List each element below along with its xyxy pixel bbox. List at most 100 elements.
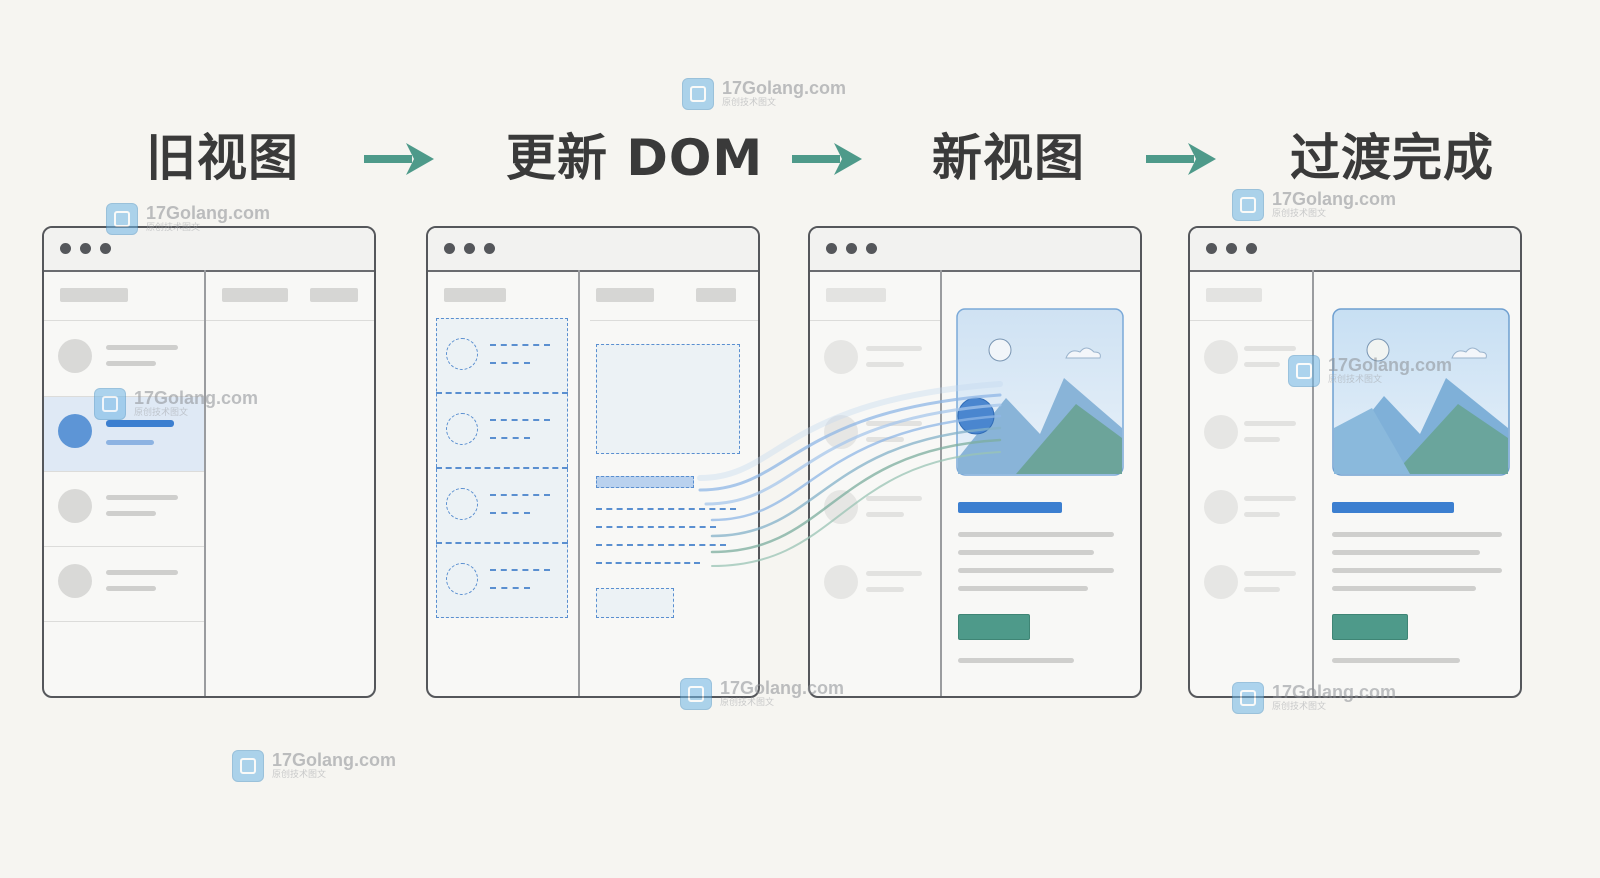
- text-line-placeholder: [1332, 550, 1480, 555]
- row-divider: [44, 471, 204, 472]
- watermark-logo-icon: [94, 388, 126, 420]
- update-dom-window: [426, 226, 760, 698]
- avatar-circle-icon: [1204, 490, 1238, 524]
- window-titlebar: [1190, 228, 1520, 272]
- window-dot-icon: [1246, 243, 1257, 254]
- text-line-placeholder: [106, 570, 178, 575]
- text-line-placeholder: [596, 544, 726, 548]
- text-line-placeholder: [866, 346, 922, 351]
- text-line-placeholder: [1244, 421, 1296, 426]
- watermark-logo-icon: [106, 203, 138, 235]
- old-view-window: [42, 226, 376, 698]
- text-line-placeholder: [490, 494, 550, 498]
- watermark-logo-icon: [232, 750, 264, 782]
- text-line-placeholder: [1244, 587, 1280, 592]
- text-line-placeholder: [1332, 586, 1476, 591]
- text-line-placeholder: [596, 526, 716, 530]
- text-line-placeholder: [106, 511, 156, 516]
- image-placeholder-outline: [596, 344, 740, 454]
- main-header-placeholder: [596, 288, 654, 302]
- text-line-placeholder: [490, 344, 550, 348]
- row-divider: [44, 320, 204, 321]
- text-line-placeholder: [1332, 658, 1460, 663]
- sidebar-divider: [1312, 270, 1314, 696]
- sidebar-header-placeholder: [826, 288, 886, 302]
- avatar-circle-icon: [446, 338, 478, 370]
- watermark-text: 17Golang.com: [272, 750, 397, 770]
- title-placeholder: [596, 476, 694, 488]
- watermark-text: 17Golang.com: [722, 78, 847, 98]
- primary-button[interactable]: [958, 614, 1030, 640]
- row-divider-dashed: [436, 392, 568, 396]
- text-line-placeholder: [490, 437, 530, 441]
- watermark-text: 17Golang.com: [720, 678, 845, 698]
- text-line-placeholder: [106, 440, 154, 445]
- text-line-placeholder: [490, 362, 530, 366]
- sidebar-header-placeholder: [60, 288, 128, 302]
- text-line-placeholder: [596, 508, 736, 512]
- arrow-right-icon: [1146, 143, 1216, 175]
- window-dot-icon: [826, 243, 837, 254]
- avatar-circle-icon: [58, 414, 92, 448]
- window-dot-icon: [484, 243, 495, 254]
- text-line-placeholder: [1244, 437, 1280, 442]
- watermark-subtext: 原创技术图文: [134, 408, 189, 418]
- watermark-logo-icon: [1232, 189, 1264, 221]
- content-title-bar: [1332, 502, 1454, 513]
- transition-done-window: [1188, 226, 1522, 698]
- window-dot-icon: [444, 243, 455, 254]
- sidebar-divider: [204, 270, 206, 696]
- text-line-placeholder: [1244, 496, 1296, 501]
- row-divider: [44, 546, 204, 547]
- text-line-placeholder: [1244, 571, 1296, 576]
- text-line-placeholder: [596, 562, 700, 566]
- row-divider: [810, 320, 940, 321]
- window-dot-icon: [1206, 243, 1217, 254]
- watermark-logo-icon: [1288, 355, 1320, 387]
- content-title-bar: [958, 502, 1062, 513]
- watermark-logo-icon: [682, 78, 714, 110]
- avatar-circle-icon: [446, 563, 478, 595]
- text-line-placeholder: [1244, 512, 1280, 517]
- list-item[interactable]: [44, 321, 204, 396]
- watermark-text: 17Golang.com: [1328, 355, 1453, 375]
- text-line-placeholder: [958, 586, 1088, 591]
- avatar-circle-icon: [1204, 340, 1238, 374]
- image-placeholder-icon: [1332, 308, 1510, 476]
- row-divider: [590, 320, 758, 321]
- step-title-update-dom: 更新 DOM: [506, 129, 764, 187]
- row-divider-dashed: [436, 542, 568, 546]
- row-divider: [44, 621, 204, 622]
- window-dot-icon: [866, 243, 877, 254]
- new-view-window: [808, 226, 1142, 698]
- watermark-text: 17Golang.com: [134, 388, 259, 408]
- text-line-placeholder: [866, 362, 904, 367]
- avatar-circle-icon: [446, 488, 478, 520]
- window-dot-icon: [60, 243, 71, 254]
- window-titlebar: [428, 228, 758, 272]
- text-line-placeholder: [958, 568, 1114, 573]
- sidebar-header-placeholder: [444, 288, 506, 302]
- step-title-old-view: 旧视图: [146, 129, 299, 187]
- text-line-placeholder: [958, 550, 1094, 555]
- avatar-circle-icon: [1204, 415, 1238, 449]
- watermark-text: 17Golang.com: [1272, 682, 1397, 702]
- text-line-placeholder: [1332, 568, 1502, 573]
- window-dot-icon: [1226, 243, 1237, 254]
- watermark-text: 17Golang.com: [1272, 189, 1397, 209]
- text-line-placeholder: [1244, 362, 1280, 367]
- sidebar-header-placeholder: [1206, 288, 1262, 302]
- arrow-right-icon: [364, 143, 434, 175]
- text-line-placeholder: [1332, 532, 1502, 537]
- list-item[interactable]: [44, 546, 204, 621]
- window-titlebar: [44, 228, 374, 272]
- watermark-logo-icon: [680, 678, 712, 710]
- text-line-placeholder: [866, 571, 922, 576]
- list-item[interactable]: [44, 471, 204, 546]
- text-line-placeholder: [490, 512, 530, 516]
- row-divider: [1190, 320, 1312, 321]
- text-line-placeholder: [490, 419, 550, 423]
- primary-button[interactable]: [1332, 614, 1408, 640]
